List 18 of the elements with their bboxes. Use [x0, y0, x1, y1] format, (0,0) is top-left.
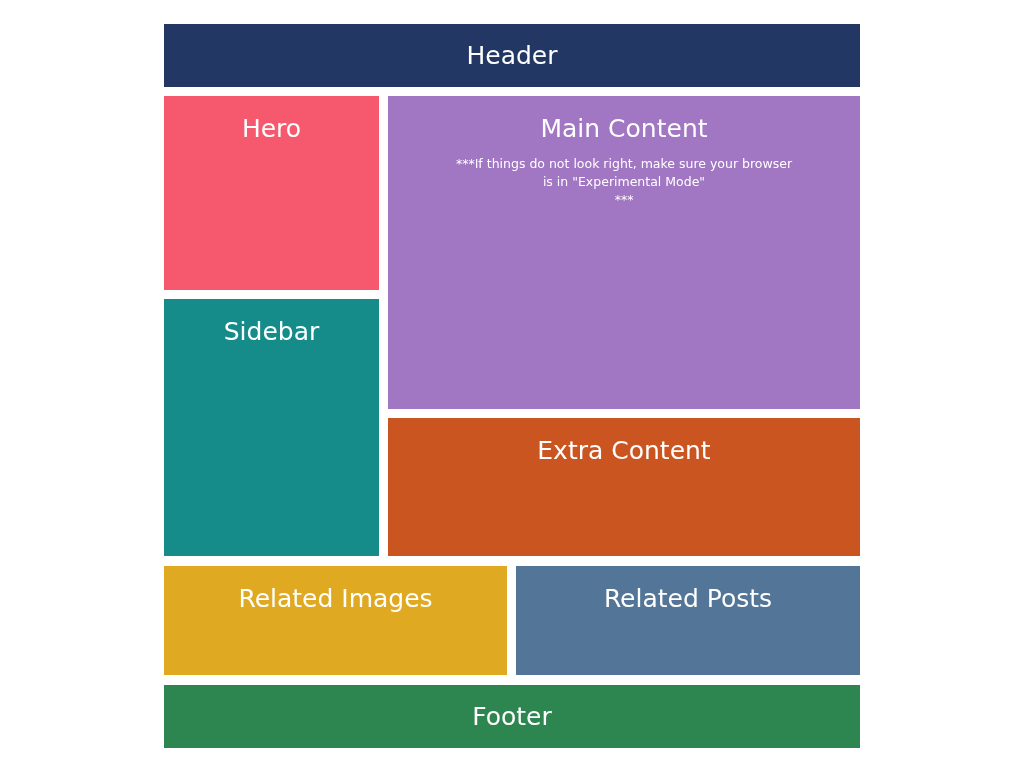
- note-text: ***If things do not look right, make sure your browser is in "Experimental Mode": [454, 155, 794, 191]
- region-title: Footer: [472, 700, 552, 733]
- extra-content-panel: [388, 418, 860, 556]
- region-title: Related Images: [238, 583, 433, 615]
- region-title: Related Posts: [603, 583, 773, 615]
- region-title: Main Content: [540, 113, 708, 145]
- related-images-panel: [164, 566, 507, 675]
- note-text: ***: [614, 191, 634, 209]
- header-bar: [164, 24, 860, 87]
- region-title: Extra Content: [537, 435, 711, 467]
- related-posts-panel: [516, 566, 860, 675]
- footer-bar: [164, 685, 860, 748]
- region-title: Hero: [241, 113, 302, 145]
- region-title: Sidebar: [223, 316, 320, 348]
- main-content-panel: [388, 96, 860, 409]
- sidebar-panel: [164, 299, 379, 556]
- hero-panel: [164, 96, 379, 290]
- region-title: Header: [466, 39, 558, 72]
